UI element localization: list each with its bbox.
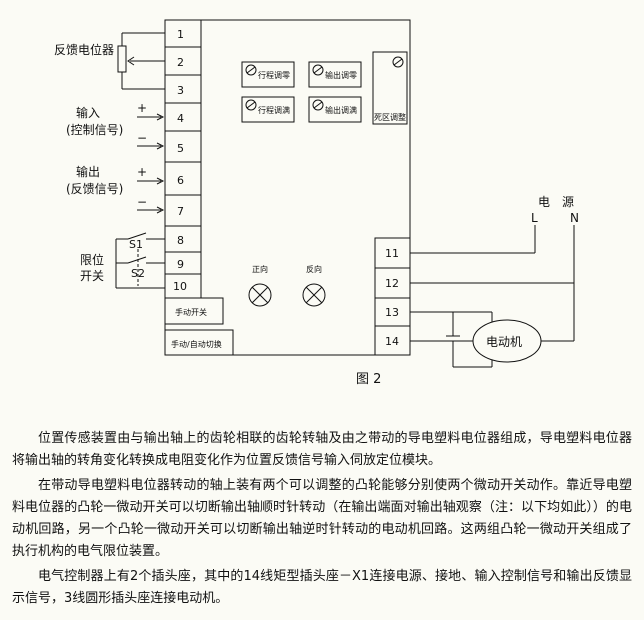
- power-title: 电 源: [538, 195, 574, 209]
- output-full-pot: [308, 96, 362, 123]
- deadband-pot: [372, 51, 408, 125]
- figure-caption: 图 2: [356, 372, 381, 387]
- terminal-3: 3: [177, 84, 184, 97]
- output-minus: −: [137, 195, 147, 209]
- terminal-12: 12: [385, 277, 399, 290]
- s2-label: S2: [131, 267, 145, 280]
- deadband-label: 死区调整: [374, 112, 406, 122]
- output-full-label: 输出调满: [325, 105, 357, 115]
- input-plus: +: [137, 101, 147, 115]
- terminal-5: 5: [177, 142, 184, 155]
- terminal-14: 14: [385, 335, 399, 348]
- output-label: 输出: [76, 164, 100, 179]
- input-minus: −: [137, 131, 147, 145]
- feedback-pot-resistor: [117, 45, 127, 73]
- manual-auto-box: [164, 329, 234, 356]
- wiring-diagram: 1 2 3 4 5 6 7 8 9 10 11 12 13 14 手动开关 手动…: [54, 19, 579, 387]
- feedback-pot-label: 反馈电位器: [54, 42, 114, 57]
- terminal-6: 6: [177, 174, 184, 187]
- forward-lamp-label: 正向: [252, 264, 268, 274]
- output-zero-pot: [308, 61, 362, 88]
- terminal-7: 7: [177, 205, 184, 218]
- forward-lamp-icon: [248, 283, 272, 307]
- terminal-1: 1: [177, 28, 184, 41]
- input-label: 输入: [76, 105, 100, 120]
- terminal-13: 13: [385, 306, 399, 319]
- manual-switch-box: [164, 297, 224, 325]
- output-zero-label: 输出调零: [325, 70, 357, 80]
- paragraph-3: 电气控制器上有2个插头座，其中的14线矩型插头座－X1连接电源、接地、输入控制信…: [12, 569, 632, 606]
- travel-zero-label: 行程调零: [258, 70, 290, 80]
- paragraph-1: 位置传感装置由与输出轴上的齿轮相联的齿轮转轴及由之带动的导电塑料电位器组成，导电…: [12, 431, 632, 468]
- travel-full-label: 行程调满: [258, 105, 290, 115]
- terminal-4: 4: [177, 112, 184, 125]
- limit-label: 限位: [80, 252, 104, 267]
- right-terminal-block: [374, 237, 411, 356]
- manual-switch-label: 手动开关: [175, 307, 207, 317]
- s1-label: S1: [129, 238, 143, 251]
- power-l: L: [531, 211, 538, 225]
- terminal-8: 8: [177, 234, 184, 247]
- output-sublabel: (反馈信号): [66, 182, 123, 196]
- terminal-9: 9: [177, 258, 184, 271]
- motor-label: 电动机: [486, 335, 522, 349]
- output-plus: +: [137, 165, 147, 179]
- manual-auto-label: 手动/自动切换: [171, 339, 222, 349]
- terminal-10: 10: [173, 280, 187, 293]
- reverse-lamp-label: 反向: [306, 264, 322, 274]
- terminal-2: 2: [177, 56, 184, 69]
- reverse-lamp-icon: [302, 283, 326, 307]
- switch-label: 开关: [80, 269, 104, 283]
- paragraph-2: 在带动导电塑料电位器转动的轴上装有两个可以调整的凸轮能够分别使两个微动开关动作。…: [12, 478, 632, 559]
- travel-zero-pot: [241, 61, 295, 88]
- terminal-11: 11: [385, 247, 399, 260]
- input-sublabel: (控制信号): [66, 123, 123, 137]
- travel-full-pot: [241, 96, 295, 123]
- power-n: N: [570, 211, 579, 225]
